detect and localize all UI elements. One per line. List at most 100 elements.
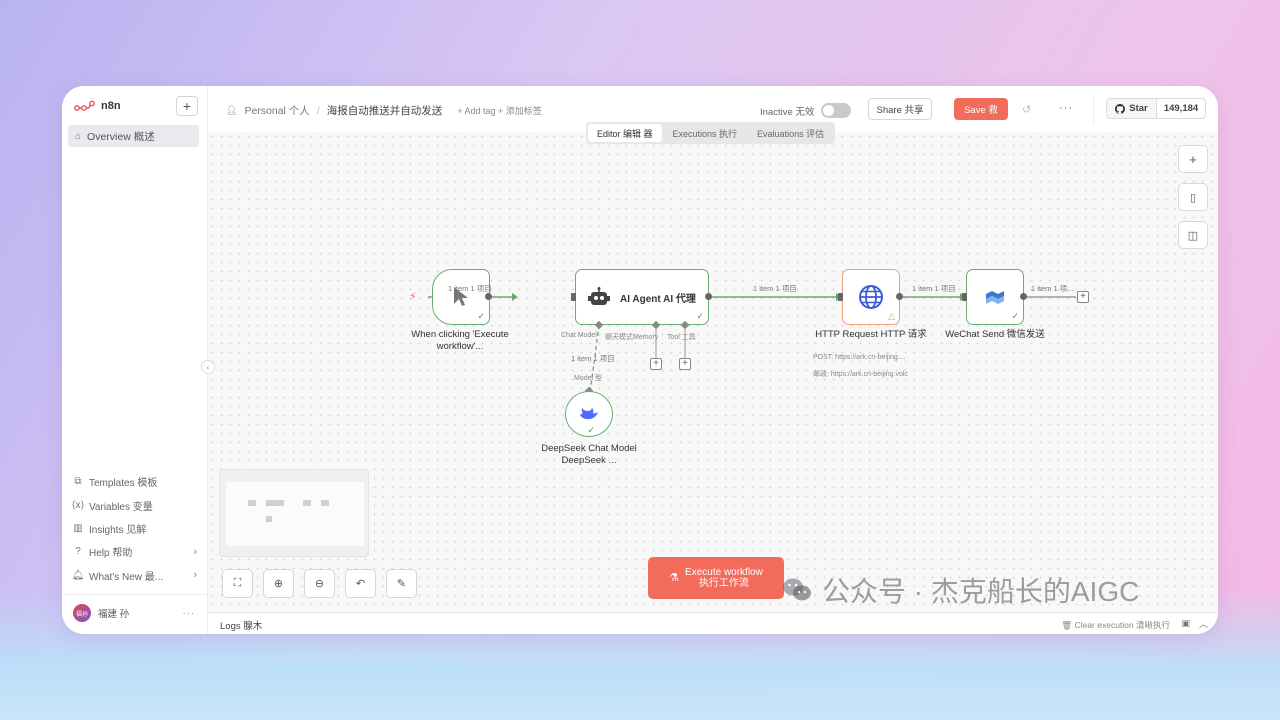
bell-icon: 🔔︎ xyxy=(71,569,85,581)
more-icon[interactable]: ··· xyxy=(182,607,195,619)
input-handle[interactable] xyxy=(838,293,843,301)
github-star-label-box: Star xyxy=(1107,99,1157,118)
add-node-button[interactable]: + xyxy=(1077,291,1089,303)
output-handle[interactable] xyxy=(705,293,712,300)
panel-icon: ◫ xyxy=(1187,229,1199,242)
minimap-node xyxy=(303,500,311,506)
active-toggle-group: Inactive 无效 xyxy=(760,103,852,118)
undo-button[interactable]: ↶ xyxy=(345,569,376,598)
edge-label: 1 item 1 项目 xyxy=(448,284,492,293)
home-icon: ⌂ xyxy=(75,130,82,142)
sidebar-item-templates[interactable]: ⧉ Templates 模板 xyxy=(73,470,199,493)
node-ai-agent[interactable]: AI Agent AI 代理 ✓ xyxy=(575,269,709,325)
minimap-viewport xyxy=(226,482,364,546)
history-icon[interactable]: ↺ xyxy=(1022,104,1032,116)
workflow-canvas[interactable]: ⚡︎ ✓ When clicking 'Execute workflow'...… xyxy=(208,132,1218,612)
github-star-button[interactable]: Star 149,184 xyxy=(1106,98,1206,119)
minimap[interactable] xyxy=(219,469,369,557)
canvas-bottom-toolbar: ⛶ ⊕ ⊖ ↶ ✎ xyxy=(222,569,417,598)
workflow-name[interactable]: 海报自动推送并自动发送 xyxy=(326,105,443,117)
wechat-logo-icon xyxy=(783,578,811,601)
http-method-url: POST: https://ark.cn-beijing.... xyxy=(813,354,906,361)
user-icon: 👤︎ xyxy=(226,105,238,115)
robot-icon xyxy=(588,287,610,305)
n8n-logo-icon xyxy=(74,100,95,111)
add-memory-button[interactable]: + xyxy=(650,358,662,370)
sticky-note-button[interactable]: ▯ xyxy=(1178,183,1208,211)
flask-icon: ⚗︎ xyxy=(669,571,680,584)
logo[interactable]: n8n xyxy=(74,100,121,112)
sub-label-memory: 聊天模式Memory xyxy=(605,334,659,341)
header-divider xyxy=(1093,94,1094,124)
output-handle[interactable] xyxy=(896,293,903,300)
sidebar-item-label: Overview 概述 xyxy=(87,130,155,143)
zoom-in-icon: ⊕ xyxy=(273,578,284,590)
breadcrumb-personal[interactable]: Personal 个人 xyxy=(244,105,310,117)
view-tabs: Editor 编辑 器 Executions 执行 Evaluations 评估 xyxy=(586,122,836,144)
node-http-request[interactable]: △ xyxy=(842,269,900,325)
more-icon[interactable]: ··· xyxy=(1059,102,1073,114)
input-handle[interactable] xyxy=(962,293,967,301)
node-label-deepseek: DeepSeek Chat Model DeepSeek ... xyxy=(541,443,637,466)
node-deepseek-chat-model[interactable]: ✓ xyxy=(565,391,613,437)
collapse-sidebar-button[interactable]: ‹ xyxy=(201,360,215,374)
create-button[interactable]: + xyxy=(176,96,198,116)
sidebar-item-insights[interactable]: ▥ Insights 见解 xyxy=(73,517,199,540)
node-manual-trigger[interactable]: ✓ xyxy=(432,269,490,325)
breadcrumb-separator: / xyxy=(316,104,320,117)
active-toggle[interactable] xyxy=(821,103,852,118)
templates-icon: ⧉ xyxy=(74,476,82,488)
zoom-out-icon: ⊖ xyxy=(314,578,325,590)
tidy-up-button[interactable]: ✎ xyxy=(386,569,417,598)
broom-icon: ✎ xyxy=(396,578,407,590)
node-label-http: HTTP Request HTTP 请求 xyxy=(815,329,927,340)
toggle-panel-button[interactable]: ◫ xyxy=(1178,221,1208,249)
panel-icon[interactable]: ▣ xyxy=(1181,618,1190,628)
sidebar-item-help[interactable]: ? Help 帮助 › xyxy=(73,540,199,563)
execute-workflow-button[interactable]: ⚗︎ Execute workflow 执行工作流 xyxy=(648,557,784,599)
insights-icon: ▥ xyxy=(73,522,83,534)
warning-icon: △ xyxy=(888,311,895,321)
node-title-agent: AI Agent AI 代理 xyxy=(620,293,696,305)
user-menu[interactable]: 福孙 福建 孙 ··· xyxy=(73,604,199,622)
variables-icon: ⟨x⟩ xyxy=(71,499,85,511)
sidebar: n8n + ⌂ Overview 概述 ⧉ Templates 模板 ⟨x⟩ V… xyxy=(62,86,208,634)
star-label: Star xyxy=(1129,103,1148,114)
http-method-url-cn: 邮政: https://ark.cn-beijing.volc xyxy=(813,371,908,378)
chevron-right-icon: › xyxy=(193,545,197,558)
save-button[interactable]: Save 救 xyxy=(954,98,1008,120)
undo-icon: ↶ xyxy=(355,578,366,590)
sidebar-item-variables[interactable]: ⟨x⟩ Variables 变量 xyxy=(71,493,199,516)
sub-label-chat-model: Chat Model xyxy=(561,332,597,339)
output-handle[interactable] xyxy=(485,293,492,300)
zoom-in-button[interactable]: ⊕ xyxy=(263,569,294,598)
edge-label: 1 item 1 项目 xyxy=(571,354,615,363)
model-label: Model 型 xyxy=(574,375,603,382)
output-handle[interactable] xyxy=(1020,293,1027,300)
tab-evaluations[interactable]: Evaluations 评估 xyxy=(757,128,825,139)
input-handle[interactable] xyxy=(571,293,576,301)
clear-execution-button[interactable]: 🗑︎ Clear execution 清晰执行 xyxy=(1061,619,1170,631)
tab-executions[interactable]: Executions 执行 xyxy=(672,128,738,139)
deepseek-whale-icon xyxy=(580,408,598,420)
logs-title: Logs 腺木 xyxy=(220,621,263,632)
add-node-panel-button[interactable]: + xyxy=(1178,145,1208,173)
share-button[interactable]: Share 共享 xyxy=(868,98,932,120)
minimap-node xyxy=(248,500,256,506)
sidebar-item-overview[interactable]: ⌂ Overview 概述 xyxy=(68,125,199,147)
zoom-out-button[interactable]: ⊖ xyxy=(304,569,335,598)
add-tool-button[interactable]: + xyxy=(679,358,691,370)
tab-editor[interactable]: Editor 编辑 器 xyxy=(588,124,662,142)
chevron-right-icon: › xyxy=(193,569,197,582)
sidebar-item-whats-new[interactable]: 🔔︎ What's New 最... › xyxy=(71,564,199,587)
help-icon: ? xyxy=(75,546,81,558)
add-tag-button[interactable]: + Add tag + 添加标签 xyxy=(457,106,542,116)
chevron-up-icon[interactable]: ︿ xyxy=(1198,619,1208,629)
edge-label: 1 item 1 项目 xyxy=(753,284,797,293)
sidebar-item-label: Insights 见解 xyxy=(89,524,147,536)
node-wechat-send[interactable]: ✓ xyxy=(966,269,1024,325)
breadcrumb: 👤︎ Personal 个人 / 海报自动推送并自动发送 + Add tag +… xyxy=(226,103,542,118)
app-name: n8n xyxy=(101,100,121,112)
logs-bar[interactable]: Logs 腺木 🗑︎ Clear execution 清晰执行 ▣ ︿ xyxy=(208,612,1218,634)
fit-view-button[interactable]: ⛶ xyxy=(222,569,253,598)
